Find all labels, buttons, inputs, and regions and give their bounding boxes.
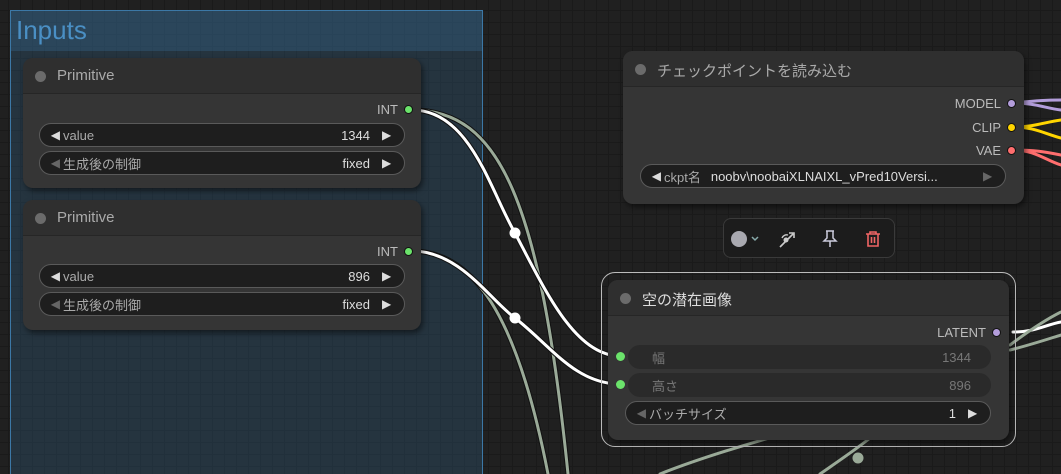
node-title: Primitive (57, 67, 115, 84)
collapse-dot-icon[interactable] (35, 71, 46, 82)
collapse-dot-icon[interactable] (635, 64, 646, 75)
ckpt-name-combo[interactable]: ◀ ckpt名 noobv\noobaiXLNAIXL_vPred10Versi… (640, 164, 1006, 188)
selection-outline (601, 272, 1016, 447)
output-label: MODEL (954, 96, 1001, 111)
batch-size-widget[interactable]: ◀ バッチサイズ 1 ▶ (625, 401, 991, 425)
output-latent[interactable]: LATENT (937, 325, 1001, 340)
node-header[interactable]: Primitive (23, 58, 421, 94)
widget-value[interactable]: noobv\noobaiXLNAIXL_vPred10Versi... (710, 168, 938, 184)
widget-label: 高さ (652, 378, 679, 394)
empty-latent-image-node[interactable]: 空の潜在画像 LATENT 幅 1344 高さ 896 ◀ バッチサイズ 1 ▶ (608, 280, 1009, 440)
output-int[interactable]: INT (377, 244, 413, 259)
bypass-button[interactable] (776, 228, 798, 250)
decrement-arrow-icon[interactable]: ◀ (50, 128, 60, 142)
node-title: チェックポイントを読み込む (657, 63, 853, 80)
widget-value[interactable]: 1 (948, 405, 956, 421)
widget-label: 幅 (652, 350, 666, 366)
height-input[interactable]: 高さ 896 (628, 373, 991, 397)
output-label: VAE (975, 143, 1001, 158)
reroute-point (852, 452, 864, 464)
value-widget[interactable]: ◀ value 896 ▶ (39, 264, 405, 288)
output-vae[interactable]: VAE (976, 143, 1016, 158)
reroute-point (509, 227, 521, 239)
widget-label: value (63, 127, 95, 143)
pin-button[interactable] (819, 228, 841, 250)
node-header[interactable]: 空の潜在画像 (608, 280, 1009, 316)
increment-arrow-icon[interactable]: ▶ (382, 128, 392, 142)
output-clip[interactable]: CLIP (972, 120, 1016, 135)
increment-arrow-icon[interactable]: ▶ (968, 406, 978, 420)
primitive-node-1[interactable]: Primitive INT ◀ value 1344 ▶ ◀ 生成後の制御 fi… (23, 58, 421, 188)
next-arrow-icon[interactable]: ▶ (382, 297, 392, 311)
widget-label: 生成後の制御 (63, 156, 142, 172)
widget-value: 896 (949, 377, 971, 393)
node-title: 空の潜在画像 (642, 292, 733, 309)
output-model[interactable]: MODEL (955, 96, 1016, 111)
widget-value[interactable]: fixed (342, 296, 370, 312)
output-label: INT (377, 102, 398, 117)
node-header[interactable]: チェックポイントを読み込む (623, 51, 1024, 87)
decrement-arrow-icon[interactable]: ◀ (50, 269, 60, 283)
chevron-down-icon (751, 236, 759, 242)
trash-icon (866, 231, 880, 247)
value-widget[interactable]: ◀ value 1344 ▶ (39, 123, 405, 147)
output-label: CLIP (972, 120, 1001, 135)
color-circle-icon (731, 231, 747, 247)
collapse-dot-icon[interactable] (35, 213, 46, 224)
widget-value[interactable]: 896 (348, 268, 370, 284)
output-int[interactable]: INT (377, 102, 413, 117)
widget-label: バッチサイズ (649, 406, 727, 422)
reroute-point (509, 312, 521, 324)
next-arrow-icon[interactable]: ▶ (983, 169, 993, 183)
increment-arrow-icon[interactable]: ▶ (382, 269, 392, 283)
widget-label: ckpt名 (664, 169, 701, 185)
control-after-generate-widget[interactable]: ◀ 生成後の制御 fixed ▶ (39, 151, 405, 175)
primitive-node-2[interactable]: Primitive INT ◀ value 896 ▶ ◀ 生成後の制御 fix… (23, 200, 421, 330)
control-after-generate-widget[interactable]: ◀ 生成後の制御 fixed ▶ (39, 292, 405, 316)
output-slot-icon[interactable] (404, 247, 413, 256)
widget-value: 1344 (942, 349, 971, 365)
prev-arrow-icon[interactable]: ◀ (50, 297, 60, 311)
output-slot-icon[interactable] (1007, 146, 1016, 155)
output-label: LATENT (937, 325, 986, 340)
next-arrow-icon[interactable]: ▶ (382, 156, 392, 170)
width-input[interactable]: 幅 1344 (628, 345, 991, 369)
collapse-dot-icon[interactable] (620, 293, 631, 304)
widget-label: value (63, 268, 95, 284)
prev-arrow-icon[interactable]: ◀ (651, 169, 661, 183)
decrement-arrow-icon[interactable]: ◀ (636, 406, 646, 420)
output-slot-icon[interactable] (1007, 123, 1016, 132)
bypass-icon (779, 232, 795, 248)
output-slot-icon[interactable] (404, 105, 413, 114)
node-title: Primitive (57, 209, 115, 226)
prev-arrow-icon[interactable]: ◀ (50, 156, 60, 170)
widget-value[interactable]: fixed (342, 155, 370, 171)
checkpoint-loader-node[interactable]: チェックポイントを読み込む MODEL CLIP VAE ◀ ckpt名 noo… (623, 51, 1024, 204)
color-picker-button[interactable] (728, 228, 764, 250)
widget-label: 生成後の制御 (63, 297, 142, 313)
pin-icon (822, 230, 838, 247)
output-label: INT (377, 244, 398, 259)
output-slot-icon[interactable] (992, 328, 1001, 337)
input-slot-height-icon[interactable] (616, 380, 625, 389)
widget-value[interactable]: 1344 (341, 127, 370, 143)
node-header[interactable]: Primitive (23, 200, 421, 236)
input-slot-width-icon[interactable] (616, 352, 625, 361)
delete-button[interactable] (862, 228, 884, 250)
output-slot-icon[interactable] (1007, 99, 1016, 108)
selection-toolbar (723, 218, 895, 258)
group-title[interactable]: Inputs (11, 11, 482, 51)
